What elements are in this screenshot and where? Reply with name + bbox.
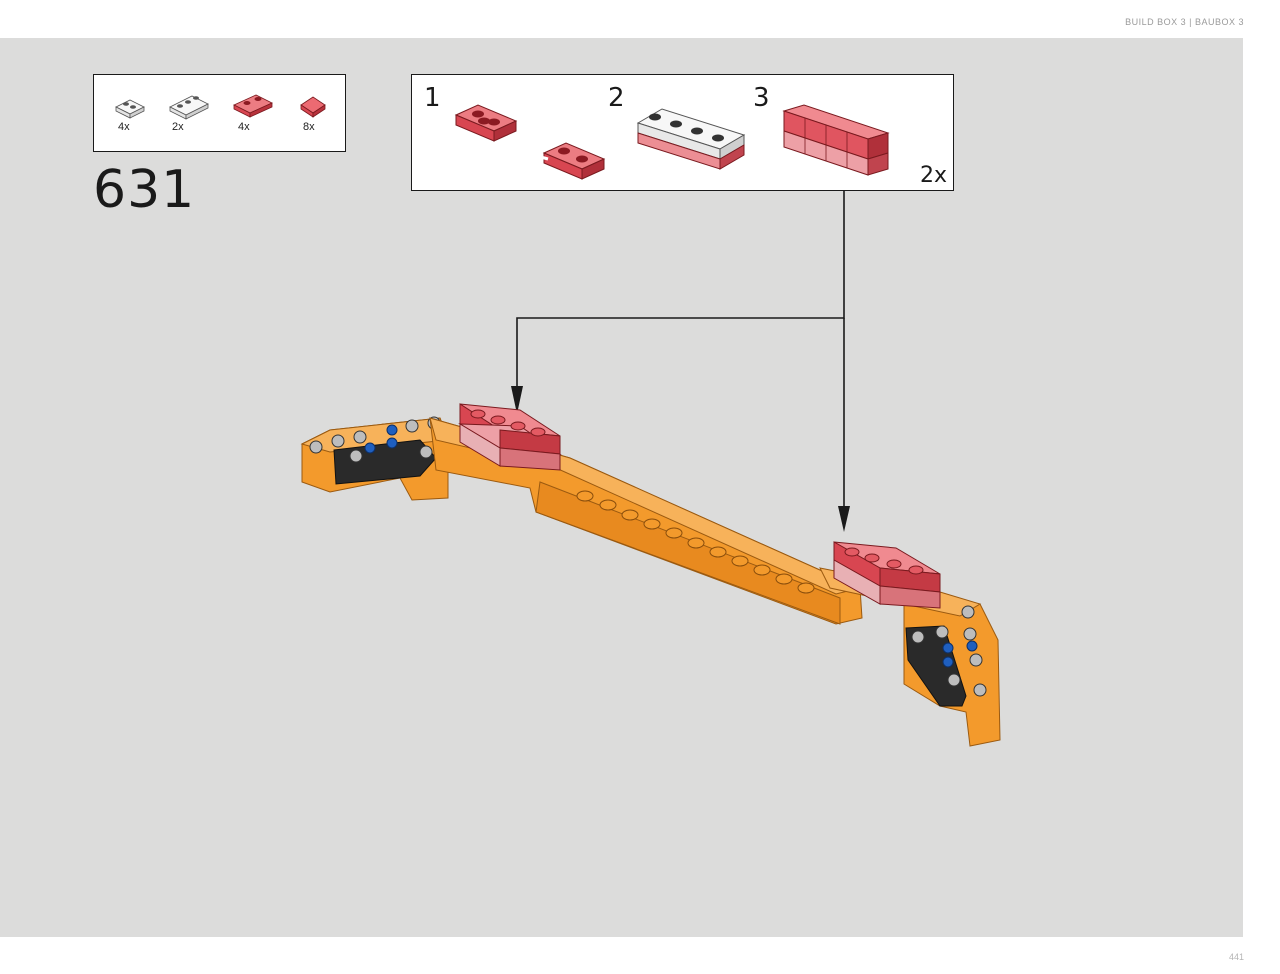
parts-list-box: 4x 2x 4x 8x [93, 74, 346, 152]
tile-round-transparent-red-icon [300, 96, 326, 118]
beam-holes [576, 490, 815, 594]
callout-arrows [516, 191, 845, 520]
part-item: 2x [166, 91, 216, 139]
part-qty: 4x [238, 121, 250, 133]
sub-assembly-box: 1 2 3 [411, 74, 954, 191]
part-qty: 4x [118, 121, 130, 133]
plate-1x2-transparent-red-icon [233, 94, 273, 118]
sub-step-number: 3 [753, 83, 770, 113]
part-qty: 2x [172, 121, 184, 133]
red-brick-stack-left [458, 403, 562, 471]
part-item: 8x [297, 91, 347, 139]
arrow-head-icon [838, 506, 850, 532]
red-brick-stack-right [833, 541, 941, 609]
plate-1x2-transparent-clear-icon [115, 99, 145, 119]
sub-step-number: 1 [424, 83, 441, 113]
part-item: 4x [232, 91, 282, 139]
sub-assembly-multiplier: 2x [919, 163, 947, 188]
part-item: 4x [112, 91, 162, 139]
red-plates-joining-icon [454, 104, 890, 180]
page-number: 441 [1228, 952, 1244, 962]
left-bracket-assembly [300, 416, 449, 501]
part-qty: 8x [303, 121, 315, 133]
sub-step-number: 2 [608, 83, 625, 113]
header-label: BUILD BOX 3 | BAUBOX 3 [1125, 17, 1244, 27]
step-number: 631 [93, 160, 196, 220]
plate-1x3-transparent-clear-icon [169, 95, 209, 120]
arrow-head-icon [511, 386, 523, 414]
